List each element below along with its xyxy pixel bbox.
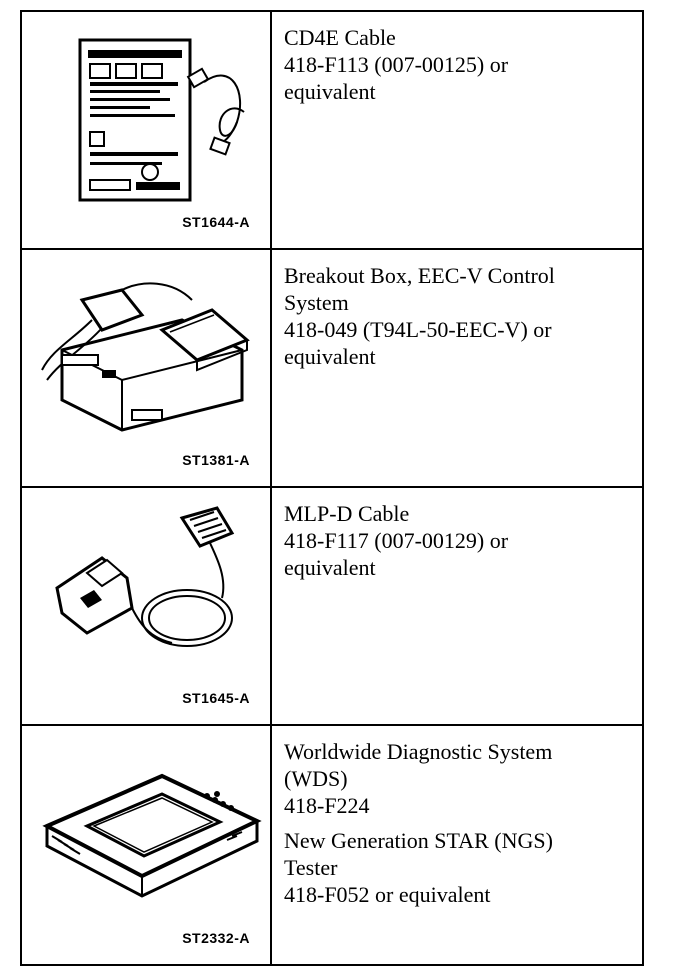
special-tools-table: ST1644-A CD4E Cable 418-F113 (007-00125)…: [20, 10, 644, 966]
tool-name: New Generation STAR (NGS): [284, 828, 553, 853]
mlp-d-cable-icon: [55, 506, 235, 647]
illustration-code: ST1645-A: [182, 690, 250, 706]
tool-row: ST1645-A MLP-D Cable 418-F117 (007-00129…: [22, 488, 642, 726]
tool-description: Worldwide Diagnostic System (WDS) 418-F2…: [272, 726, 642, 964]
tool-illustration-cell: ST1645-A: [22, 488, 272, 724]
tool-name: Worldwide Diagnostic System: [284, 739, 553, 764]
tool-name: CD4E Cable: [284, 25, 396, 50]
description-paragraph: Worldwide Diagnostic System (WDS) 418-F2…: [284, 738, 630, 819]
tool-part-number: 418-049 (T94L-50-EEC-V) or: [284, 317, 552, 342]
tool-name-continued: System: [284, 290, 349, 315]
tool-row: ST1644-A CD4E Cable 418-F113 (007-00125)…: [22, 12, 642, 250]
illustration-code: ST1644-A: [182, 214, 250, 230]
description-paragraph: CD4E Cable 418-F113 (007-00125) or equiv…: [284, 24, 630, 105]
illustration-code: ST2332-A: [182, 930, 250, 946]
tool-description: MLP-D Cable 418-F117 (007-00129) or equi…: [272, 488, 642, 724]
tool-name: Breakout Box, EEC-V Control: [284, 263, 555, 288]
tool-equivalent-note: equivalent: [284, 79, 376, 104]
tool-part-number: 418-F117 (007-00129) or: [284, 528, 509, 553]
description-paragraph: MLP-D Cable 418-F117 (007-00129) or equi…: [284, 500, 630, 581]
tool-part-number: 418-F113 (007-00125) or: [284, 52, 509, 77]
tool-equivalent-note: equivalent: [284, 344, 376, 369]
tool-equivalent-note: equivalent: [284, 555, 376, 580]
tool-name-continued: (WDS): [284, 766, 348, 791]
tool-name-continued: Tester: [284, 855, 338, 880]
illustration-code: ST1381-A: [182, 452, 250, 468]
tool-illustration-cell: ST1381-A: [22, 250, 272, 486]
tool-row: ST2332-A Worldwide Diagnostic System (WD…: [22, 726, 642, 964]
tool-illustration-cell: ST2332-A: [22, 726, 272, 964]
description-paragraph: New Generation STAR (NGS) Tester 418-F05…: [284, 827, 630, 908]
cd4e-cable-icon: [78, 38, 245, 202]
tool-row: ST1381-A Breakout Box, EEC-V Control Sys…: [22, 250, 642, 488]
description-paragraph: Breakout Box, EEC-V Control System 418-0…: [284, 262, 630, 370]
breakout-box-icon: [41, 282, 250, 432]
tool-part-number: 418-F052 or equivalent: [284, 882, 491, 907]
wds-tester-icon: [42, 773, 262, 898]
tool-description: Breakout Box, EEC-V Control System 418-0…: [272, 250, 642, 486]
tool-part-number: 418-F224: [284, 793, 370, 818]
tool-illustration-cell: ST1644-A: [22, 12, 272, 248]
tool-name: MLP-D Cable: [284, 501, 410, 526]
tool-description: CD4E Cable 418-F113 (007-00125) or equiv…: [272, 12, 642, 248]
